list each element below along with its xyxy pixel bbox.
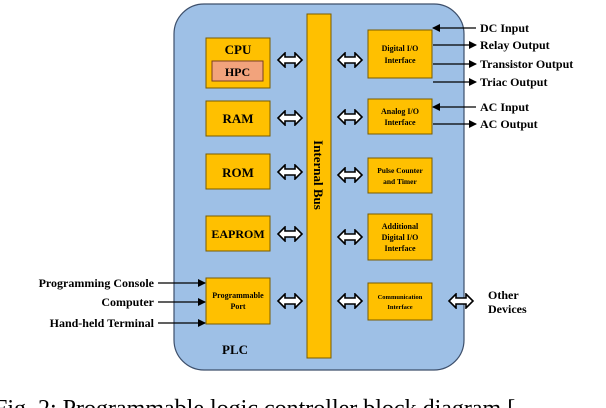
bus-label: Internal Bus (311, 140, 326, 210)
digital-signals: DC Input Relay Output Transistor Output … (432, 21, 573, 89)
digital-io-block: Digital I/O Interface (367, 29, 433, 79)
analog-io-label-2: Interface (384, 118, 416, 127)
additional-io-label-3: Interface (384, 244, 416, 253)
rom-label: ROM (222, 165, 254, 180)
additional-io-label-1: Additional (382, 222, 419, 231)
ac-input-label: AC Input (480, 100, 529, 114)
figure-caption: Fig. 2: Programmable logic controller bl… (0, 396, 515, 408)
pulse-counter-block: Pulse Counter and Timer (367, 157, 433, 194)
internal-bus (306, 13, 332, 359)
relay-output-label: Relay Output (480, 38, 550, 52)
prog-port-label-1: Programmable (212, 291, 264, 300)
rom-block: ROM (205, 153, 271, 190)
communication-block: Communication Interface (367, 282, 433, 321)
dc-input-label: DC Input (480, 21, 529, 35)
ram-label: RAM (222, 111, 253, 126)
digital-io-label-2: Interface (384, 56, 416, 65)
ram-block: RAM (205, 100, 271, 137)
hpc-block (211, 60, 264, 82)
left-inputs: Programming Console Computer Hand-held T… (39, 276, 206, 330)
input-computer: Computer (101, 295, 154, 309)
analog-signals: AC Input AC Output (432, 100, 538, 131)
additional-io-block: Additional Digital I/O Interface (367, 213, 433, 261)
input-handheld-terminal: Hand-held Terminal (50, 316, 155, 330)
hpc-label: HPC (225, 65, 250, 79)
comm-label-2: Interface (387, 304, 412, 311)
triac-output-label: Triac Output (480, 75, 547, 89)
plc-label: PLC (222, 342, 248, 357)
analog-io-label-1: Analog I/O (381, 107, 419, 116)
cpu-label: CPU (225, 42, 252, 57)
input-programming-console: Programming Console (39, 276, 155, 290)
other-devices-label-1: Other (488, 288, 519, 302)
ac-output-label: AC Output (480, 117, 538, 131)
comm-label-1: Communication (378, 294, 423, 301)
other-devices-label-2: Devices (488, 302, 527, 316)
eaprom-label: EAPROM (211, 227, 264, 241)
digital-io-label-1: Digital I/O (382, 44, 419, 53)
prog-port-label-2: Port (230, 302, 245, 311)
pulse-label-1: Pulse Counter (377, 166, 423, 175)
transistor-output-label: Transistor Output (480, 57, 573, 71)
programmable-port-block: Programmable Port (205, 277, 271, 325)
analog-io-block: Analog I/O Interface (367, 98, 433, 135)
cpu-block: CPU HPC (205, 37, 271, 89)
eaprom-block: EAPROM (205, 215, 271, 252)
additional-io-label-2: Digital I/O (382, 233, 419, 242)
pulse-label-2: and Timer (383, 177, 417, 186)
